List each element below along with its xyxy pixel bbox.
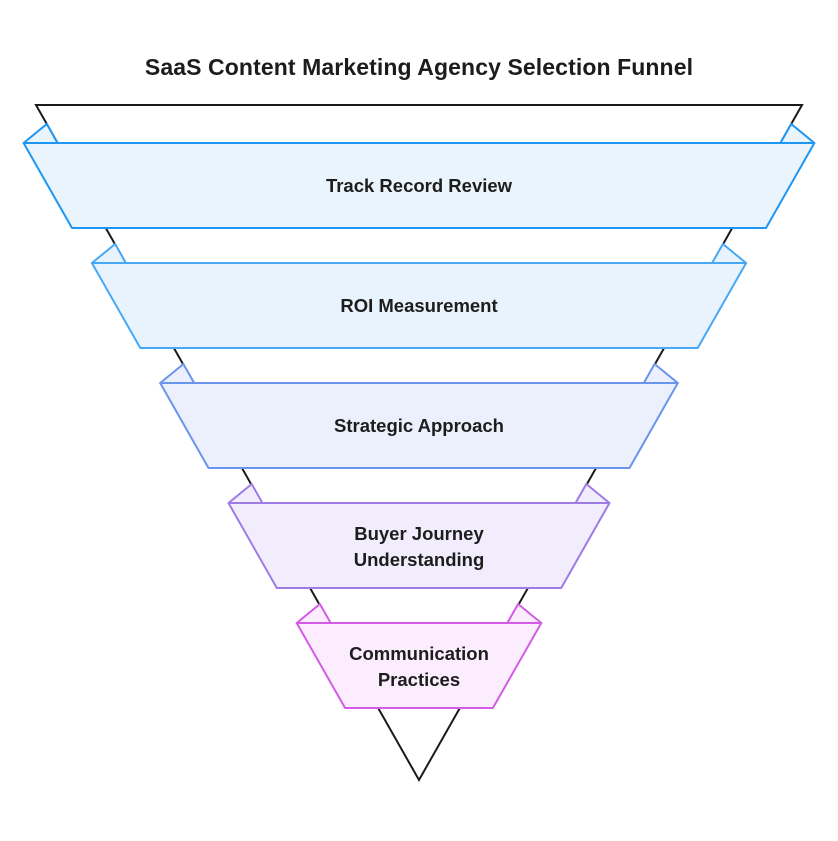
stage-fold-left [22, 123, 59, 144]
stage-label: Strategic Approach [334, 415, 504, 436]
stage-fold-right [574, 483, 611, 504]
stage-fold-left [90, 243, 127, 264]
stage-body [295, 622, 543, 709]
stage-fold-right [506, 603, 543, 624]
funnel-stage-communication-practices: Communication Practices [295, 603, 543, 709]
stage-fold-right [642, 363, 679, 384]
stage-label: Buyer Journey [354, 523, 484, 544]
funnel-stage-strategic-approach: Strategic Approach [159, 363, 679, 469]
stage-label: Track Record Review [326, 175, 513, 196]
stage-label: ROI Measurement [340, 295, 497, 316]
stage-body [159, 382, 679, 469]
stage-label: Understanding [354, 549, 485, 570]
stage-fold-left [227, 483, 264, 504]
stage-fold-left [159, 363, 196, 384]
funnel-stage-buyer-journey-understanding: Buyer Journey Understanding [227, 483, 611, 589]
stage-label: Practices [378, 669, 460, 690]
diagram-title: SaaS Content Marketing Agency Selection … [144, 54, 694, 80]
stage-fold-right [711, 243, 748, 264]
stage-body [90, 262, 748, 349]
stage-label: Communication [349, 643, 489, 664]
stage-fold-left [295, 603, 332, 624]
funnel-stage-roi-measurement: ROI Measurement [90, 243, 748, 349]
funnel-stage-track-record-review: Track Record Review [22, 123, 816, 229]
stage-body [22, 142, 816, 229]
stage-body [227, 502, 611, 589]
stage-fold-right [779, 123, 816, 144]
